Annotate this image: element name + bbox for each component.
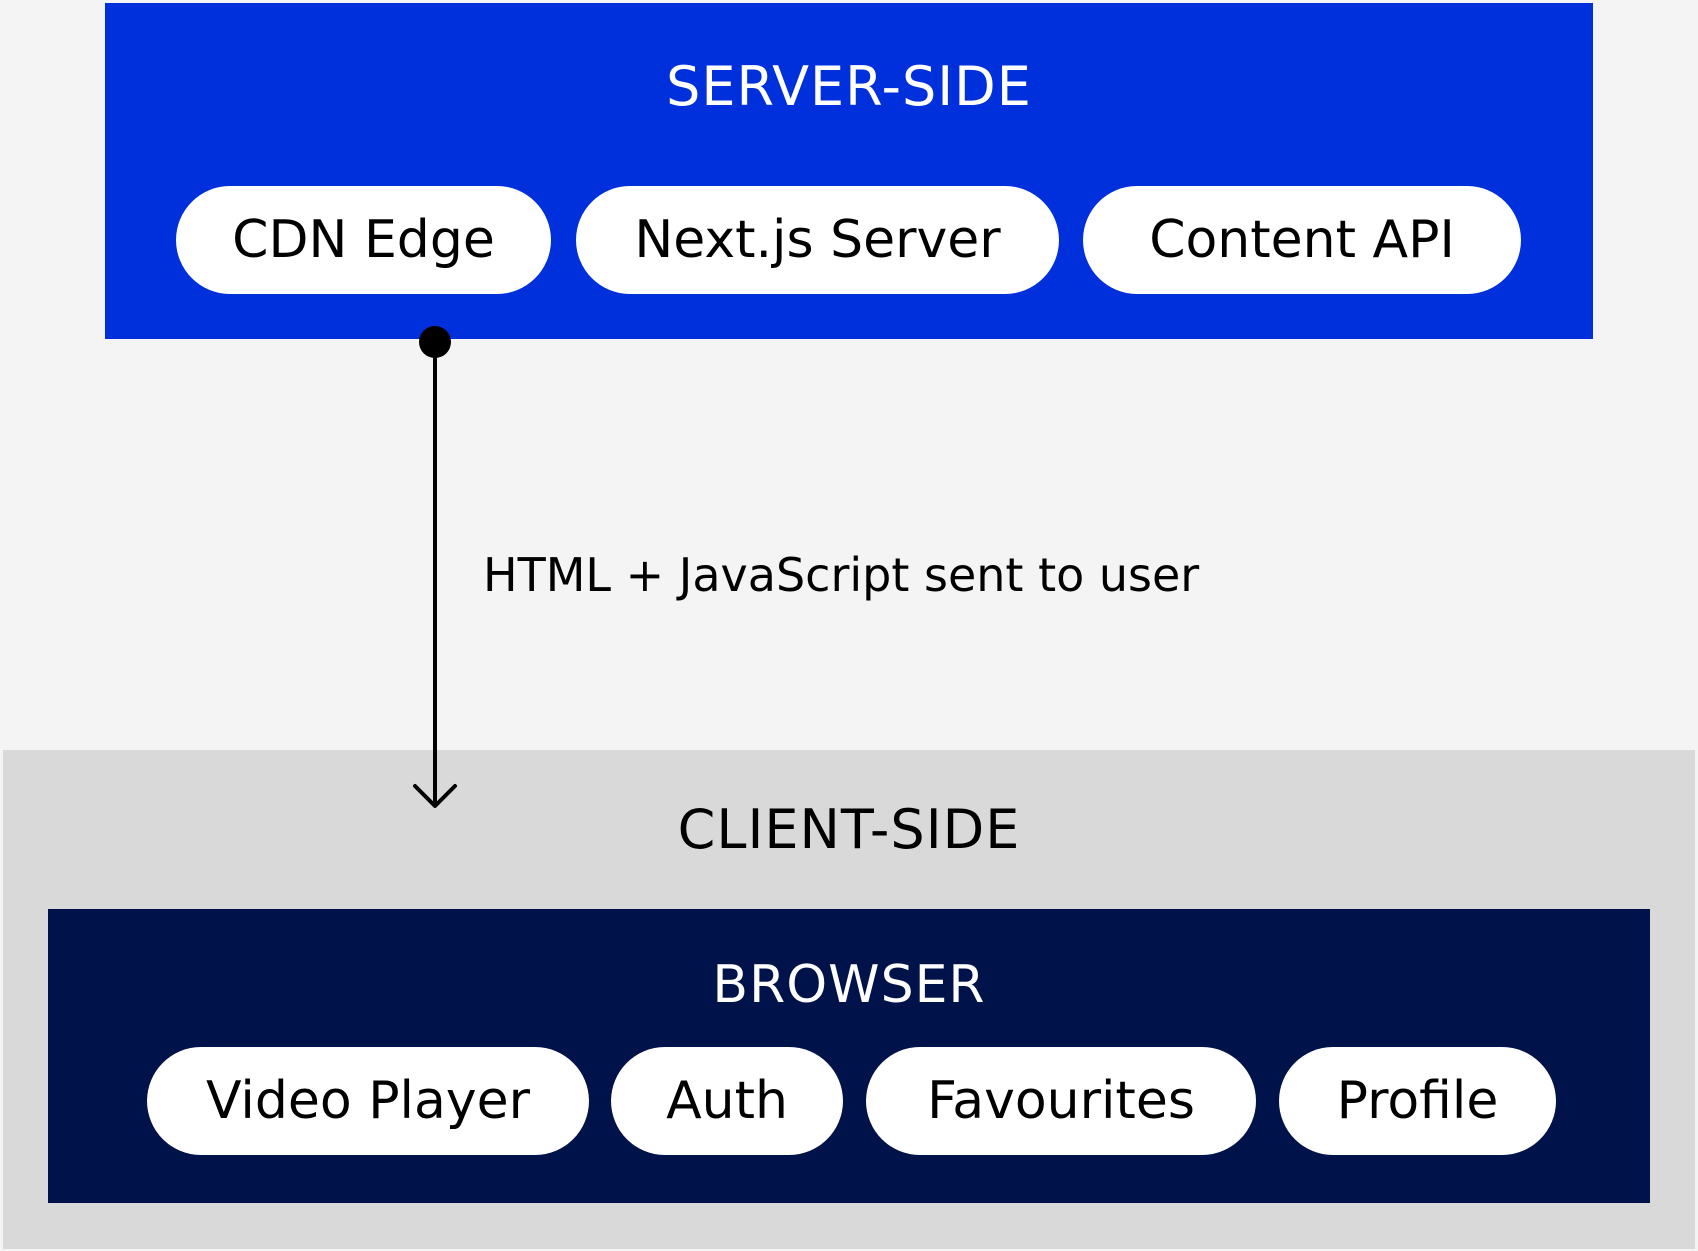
profile-node: Profile <box>1279 1047 1556 1155</box>
server-side-title: SERVER-SIDE <box>666 55 1032 118</box>
nextjs-server-node: Next.js Server <box>576 186 1059 294</box>
browser-title: BROWSER <box>712 955 986 1015</box>
flow-label: HTML + JavaScript sent to user <box>483 548 1200 602</box>
cdn-edge-node: CDN Edge <box>176 186 551 294</box>
favourites-node: Favourites <box>866 1047 1256 1155</box>
client-side-title: CLIENT-SIDE <box>677 798 1021 861</box>
client-side-container: CLIENT-SIDE BROWSER Video Player Auth Fa… <box>3 750 1695 1249</box>
auth-node: Auth <box>611 1047 843 1155</box>
content-api-node: Content API <box>1083 186 1521 294</box>
video-player-node: Video Player <box>147 1047 589 1155</box>
browser-container: BROWSER Video Player Auth Favourites Pro… <box>48 909 1650 1203</box>
server-side-container: SERVER-SIDE CDN Edge Next.js Server Cont… <box>105 3 1593 339</box>
